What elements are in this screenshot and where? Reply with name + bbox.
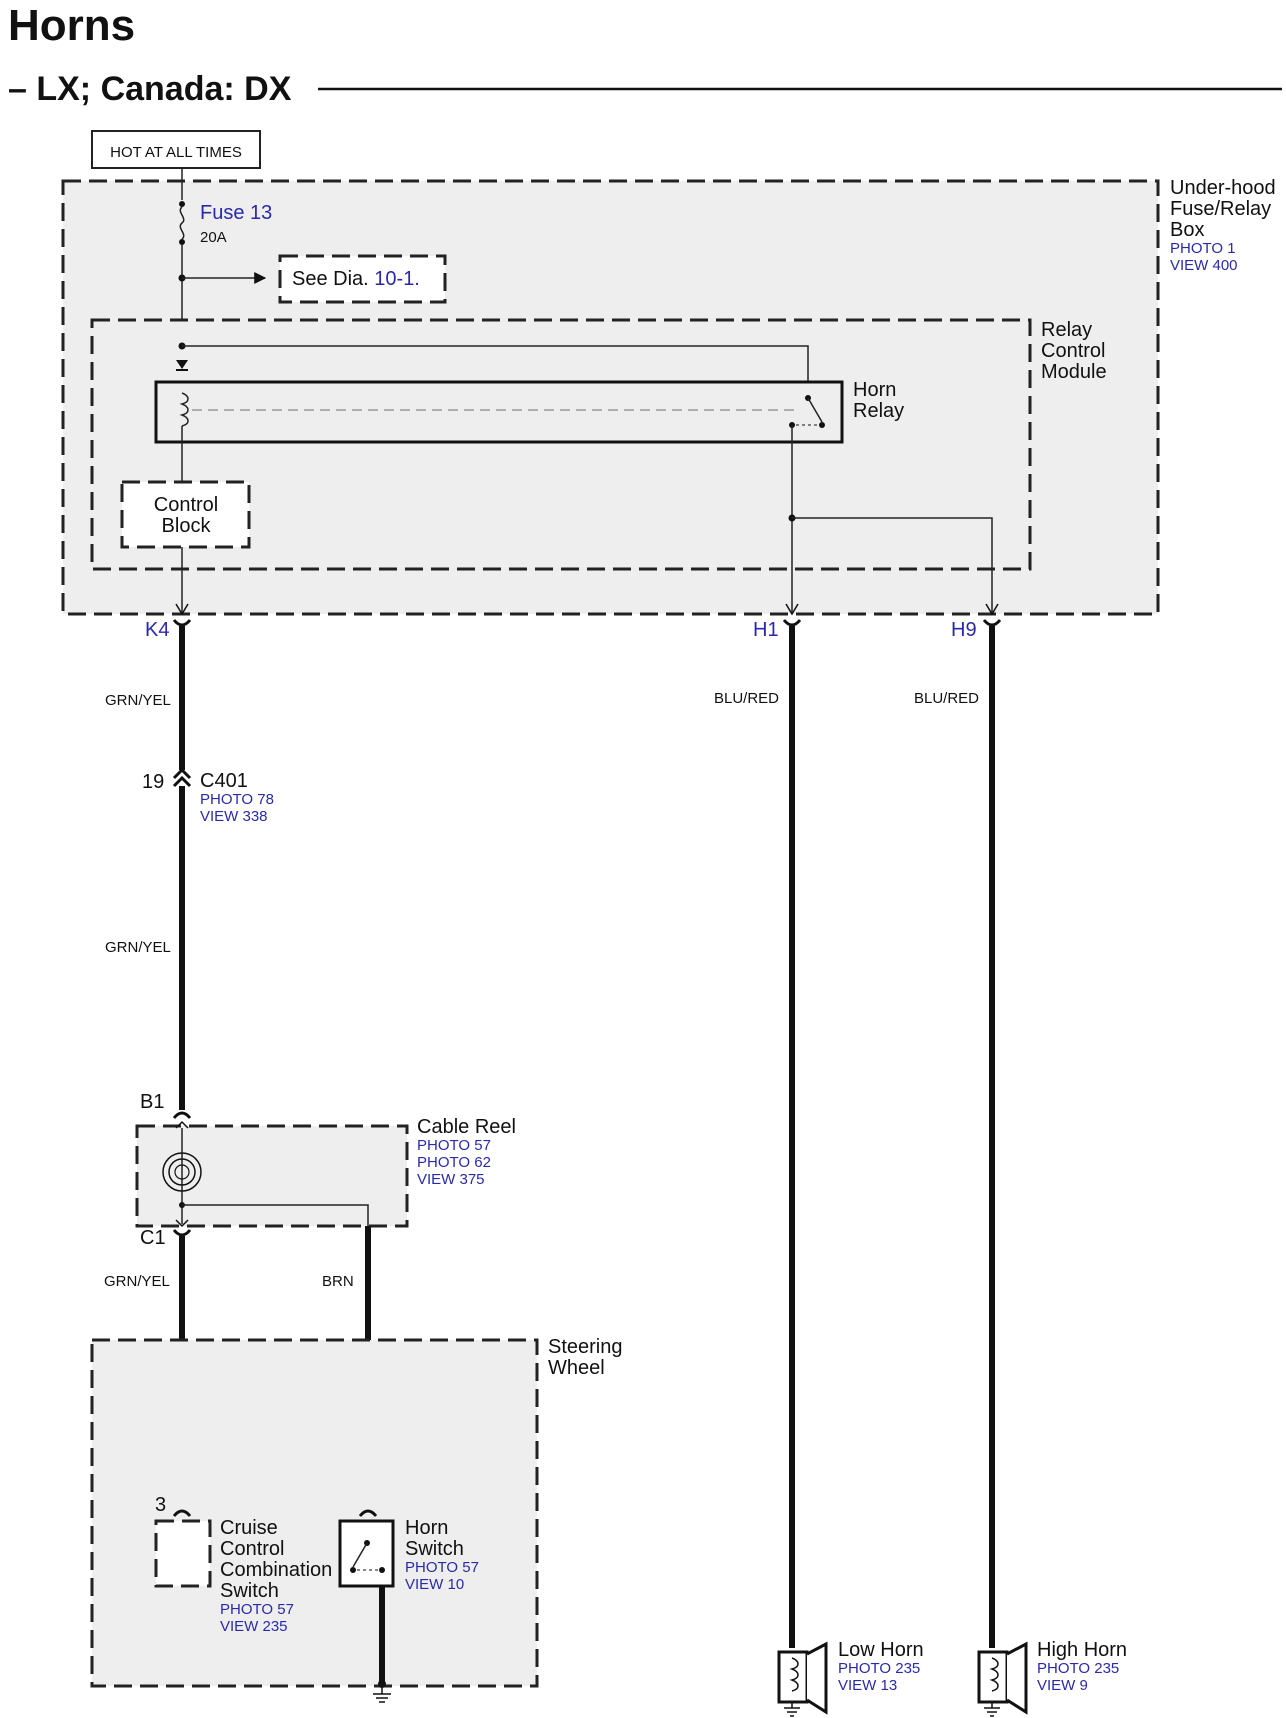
control-block [120, 480, 251, 549]
high-horn-photo: PHOTO 235 [1037, 1660, 1119, 1677]
cable-reel-out-arrow-icon [175, 1219, 189, 1228]
steering-wheel-label-1: Steering [548, 1336, 623, 1358]
fuse-terminal-top [179, 201, 185, 207]
c401-connector-bottom-icon [172, 775, 192, 788]
k4-arrow-icon [175, 603, 189, 616]
terminal-c1: C1 [140, 1227, 166, 1249]
h1-arrow-icon [785, 603, 799, 616]
high-horn-name: High Horn [1037, 1639, 1127, 1661]
control-block-label-1: Control [154, 494, 218, 516]
horn-switch-contact-left [350, 1567, 356, 1573]
cable-reel-brn-wire [182, 1204, 369, 1226]
fuse-box-label-3: Box [1170, 219, 1204, 241]
h9-branch-wire [792, 517, 993, 614]
terminal-h9: H9 [951, 619, 977, 641]
fuse-rating: 20A [200, 229, 227, 246]
cruise-control-combination-switch [154, 1519, 212, 1588]
c401-photo: PHOTO 78 [200, 791, 274, 808]
cruise-switch-view: VIEW 235 [220, 1618, 288, 1635]
steering-wheel [90, 1338, 539, 1688]
see-dia-box [278, 254, 447, 304]
low-horn-name: Low Horn [838, 1639, 924, 1661]
fuse-box-label-2: Fuse/Relay [1170, 198, 1271, 220]
ground-icon [373, 1688, 391, 1703]
steering-wheel-label-2: Wheel [548, 1357, 605, 1379]
fuse-name: Fuse 13 [200, 202, 272, 224]
h9-arrow-icon [985, 603, 999, 616]
cruise-switch-pin: 3 [155, 1494, 166, 1516]
diode-icon [176, 360, 188, 369]
fuse-icon [179, 206, 185, 240]
power-source-box [91, 130, 261, 169]
horn-switch-contact-right [379, 1567, 385, 1573]
see-dia-label: See Dia. 10-1. [292, 268, 420, 290]
cable-reel-name: Cable Reel [417, 1116, 516, 1138]
low-horn-view: VIEW 13 [838, 1677, 897, 1694]
brn-wire-color: BRN [322, 1273, 354, 1290]
cable-reel-photo-2: PHOTO 62 [417, 1154, 491, 1171]
c401-lower-wire-color: GRN/YEL [105, 939, 171, 956]
horn-switch-icon [352, 1542, 368, 1568]
terminal-b1: B1 [140, 1091, 164, 1113]
horn-switch-connector-icon [358, 1509, 378, 1517]
cruise-switch-label-4: Switch [220, 1580, 279, 1602]
relay-module-label-1: Relay [1041, 319, 1092, 341]
cable-reel-in-arrow-icon [175, 1120, 189, 1129]
horn-switch [338, 1519, 395, 1588]
page-title: Horns [8, 1, 135, 50]
fuse-box-label-1: Under-hood [1170, 177, 1276, 199]
horn-switch-photo: PHOTO 57 [405, 1559, 479, 1576]
page-subtitle: – LX; Canada: DX [8, 70, 292, 108]
cable-reel-view: VIEW 375 [417, 1171, 485, 1188]
cruise-switch-photo: PHOTO 57 [220, 1601, 294, 1618]
relay-module-label-2: Control [1041, 340, 1105, 362]
horn-relay [154, 380, 844, 444]
h9-connector-icon [982, 619, 1002, 627]
pin3-connector-icon [172, 1509, 192, 1517]
power-source-label: HOT AT ALL TIMES [110, 144, 242, 161]
c1-wire-color: GRN/YEL [104, 1273, 170, 1290]
relay-switch-icon [807, 397, 823, 423]
fuse-box-photo: PHOTO 1 [1170, 240, 1236, 257]
high-horn-icon [977, 1641, 1028, 1717]
k4-wire-color: GRN/YEL [105, 692, 171, 709]
h9-wire-color: BLU/RED [914, 690, 979, 707]
control-block-label-2: Block [162, 515, 212, 537]
b1-connector-icon [172, 1111, 192, 1119]
c401-connector-top-icon [172, 767, 192, 780]
terminal-k4: K4 [145, 619, 169, 641]
c401-name: C401 [200, 770, 248, 792]
relay-coil-icon [179, 392, 189, 427]
cruise-switch-label-1: Cruise [220, 1517, 278, 1539]
horn-relay-label-1: Horn [853, 379, 896, 401]
h1-connector-icon [782, 619, 802, 627]
c401-pin: 19 [142, 771, 164, 793]
h1-wire-color: BLU/RED [714, 690, 779, 707]
ground-splice [378, 1680, 386, 1688]
cruise-switch-label-2: Control [220, 1538, 284, 1560]
cruise-switch-label-3: Combination [220, 1559, 332, 1581]
horn-switch-label-2: Switch [405, 1538, 464, 1560]
fuse-box-view: VIEW 400 [1170, 257, 1238, 274]
cable-reel-photo-1: PHOTO 57 [417, 1137, 491, 1154]
horn-switch-view: VIEW 10 [405, 1576, 464, 1593]
terminal-h1: H1 [753, 619, 779, 641]
cable-reel-coil-icon [162, 1152, 202, 1192]
cable-reel-coil-inner-icon [168, 1158, 196, 1186]
relay-contact-right [819, 422, 825, 428]
relay-module-label-3: Module [1041, 361, 1107, 383]
c1-connector-icon [172, 1229, 192, 1237]
c401-view: VIEW 338 [200, 808, 268, 825]
fuse-terminal-bottom [179, 239, 185, 245]
cable-reel-coil-core-icon [174, 1164, 190, 1180]
k4-connector-icon [172, 619, 192, 627]
horn-switch-label-1: Horn [405, 1517, 448, 1539]
cable-reel [135, 1124, 409, 1228]
horn-relay-label-2: Relay [853, 400, 904, 422]
low-horn-photo: PHOTO 235 [838, 1660, 920, 1677]
high-horn-view: VIEW 9 [1037, 1677, 1088, 1694]
low-horn-icon [777, 1641, 828, 1717]
